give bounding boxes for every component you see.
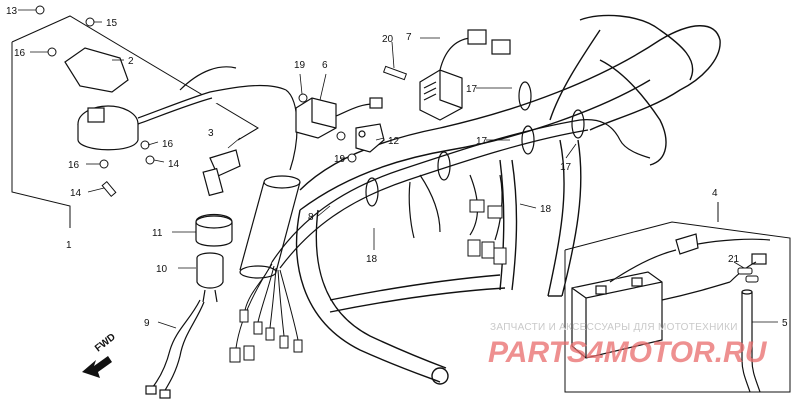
main-wire-harness <box>271 119 651 269</box>
callout-14-a: 14 <box>168 159 180 170</box>
fuse <box>737 267 759 283</box>
sub-harness <box>145 299 205 399</box>
callout-16-a: 16 <box>14 48 26 59</box>
leader-lines <box>18 9 778 329</box>
callout-18-a: 18 <box>540 204 552 215</box>
callout-10: 10 <box>156 264 168 275</box>
small-bracket <box>355 123 385 153</box>
callout-21: 21 <box>728 254 740 265</box>
breather-tube <box>741 289 761 393</box>
watermark: ЗАПЧАСТИ И АКСЕССУАРЫ ДЛЯ МОТОТЕХНИКИ PA… <box>488 322 768 369</box>
frame <box>295 14 721 385</box>
rubber-holder <box>195 213 233 247</box>
callout-12: 12 <box>388 136 400 147</box>
center-connectors <box>467 199 507 265</box>
callout-5: 5 <box>782 318 788 329</box>
group-bracket-4 <box>564 202 791 393</box>
ignition-coil <box>64 47 287 151</box>
callout-3: 3 <box>208 128 214 139</box>
group-bracket-1 <box>11 15 259 228</box>
callout-9: 9 <box>144 318 150 329</box>
forward-direction-arrow: FWD <box>82 332 118 378</box>
watermark-logo: PARTS4MOTOR.RU <box>488 336 768 369</box>
callout-15: 15 <box>106 18 118 29</box>
harness-leads <box>235 261 299 349</box>
regulator-rectifier <box>419 29 511 121</box>
callout-13: 13 <box>6 6 18 17</box>
callout-17-a: 17 <box>466 84 478 95</box>
callout-19-b: 19 <box>334 154 346 165</box>
harness-terminals <box>229 309 303 363</box>
flasher-relay <box>196 252 224 303</box>
battery <box>571 233 771 359</box>
callout-17-b: 17 <box>476 136 488 147</box>
harness-bands <box>365 81 585 207</box>
callout-7: 7 <box>406 32 412 43</box>
callout-4: 4 <box>712 188 718 199</box>
callout-20: 20 <box>382 34 394 45</box>
callout-16-c: 16 <box>68 160 80 171</box>
callout-16-b: 16 <box>162 139 174 150</box>
relay-unit <box>295 97 383 139</box>
watermark-tagline: ЗАПЧАСТИ И АКСЕССУАРЫ ДЛЯ МОТОТЕХНИКИ <box>490 322 738 333</box>
callout-6: 6 <box>322 60 328 71</box>
callout-2: 2 <box>128 56 134 67</box>
callout-labels: 13 15 16 2 3 16 14 16 14 1 19 6 20 7 17 … <box>6 6 788 329</box>
callout-17-c: 17 <box>560 162 572 173</box>
callout-11: 11 <box>152 228 163 239</box>
plug-lead <box>179 66 298 171</box>
spark-plug-cap <box>202 149 241 197</box>
head-pipe <box>239 175 301 279</box>
fwd-label: FWD <box>93 332 118 355</box>
callout-8: 8 <box>308 212 314 223</box>
callout-14-b: 14 <box>70 188 82 199</box>
callout-18-b: 18 <box>366 254 378 265</box>
callout-1: 1 <box>66 240 72 251</box>
callout-19-a: 19 <box>294 60 306 71</box>
